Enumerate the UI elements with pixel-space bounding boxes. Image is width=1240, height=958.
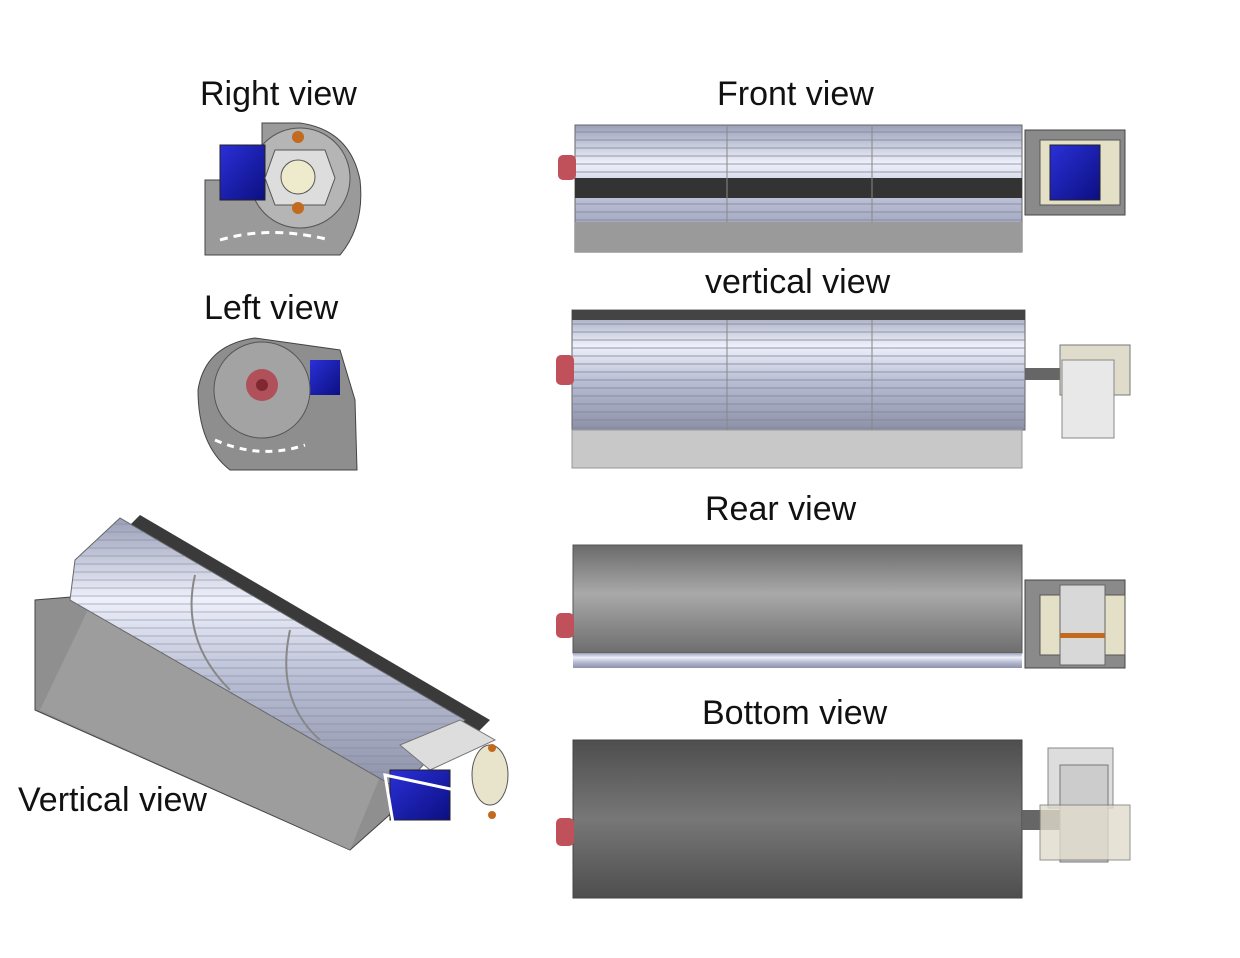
right-view-drawing [204, 122, 362, 256]
vertical-view-iso-label: Vertical view [18, 781, 207, 819]
front-view-drawing [558, 124, 1126, 253]
vertical-view-top-drawing [556, 309, 1131, 469]
front-view-label: Front view [717, 75, 874, 113]
left-view-drawing [197, 337, 358, 471]
isometric-view-drawing [34, 515, 509, 851]
rear-view-drawing [556, 544, 1126, 669]
rear-view-label: Rear view [705, 490, 857, 528]
bottom-view-label: Bottom view [702, 694, 888, 732]
right-view-label: Right view [200, 75, 357, 113]
left-view-label: Left view [204, 289, 339, 327]
bottom-view-drawing [556, 739, 1131, 899]
vertical-view-top-label: vertical view [705, 263, 891, 301]
